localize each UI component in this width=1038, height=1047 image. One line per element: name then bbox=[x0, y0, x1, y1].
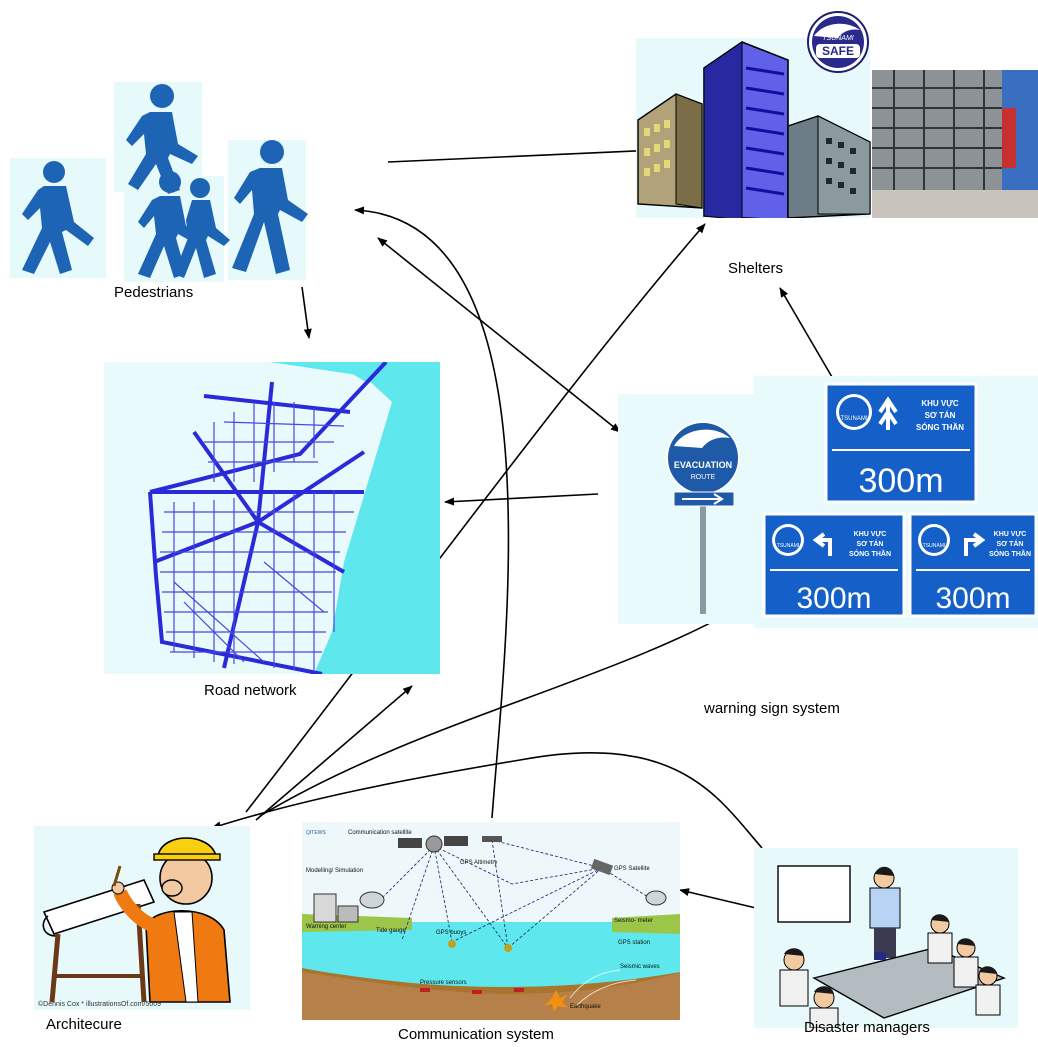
comm-label-seismometer: Seismo- meter bbox=[614, 918, 653, 924]
sign2-distance: 300m bbox=[796, 582, 871, 615]
sign1-distance: 300m bbox=[858, 462, 943, 500]
comm-label-comm-satellite: Communication satellite bbox=[348, 830, 412, 836]
comm-label-pressure-sensors: Pressure sensors bbox=[420, 980, 467, 986]
warning-sign-straight: TSUNAMI KHU VỰC SƠ TÁN SÓNG THẦN 300m bbox=[824, 382, 978, 504]
architect-illustration: ©Dennis Cox * illustrationsOf.com/5009 bbox=[34, 826, 250, 1010]
warning-signs-image: EVACUATION ROUTE TSUNAMI KHU VỰC SƠ TÁN … bbox=[618, 376, 1038, 628]
road-network-map bbox=[104, 362, 440, 674]
arrow-pedestrians-warning-bidirectional bbox=[377, 237, 621, 433]
comm-label-gps-station: GPS station bbox=[618, 940, 650, 946]
sign1-badge: TSUNAMI bbox=[841, 416, 868, 422]
disaster-managers-label: Disaster managers bbox=[804, 1019, 930, 1036]
comm-label-gps-buoys: GPS buoys bbox=[436, 930, 466, 936]
sign2-text1: KHU VỰC bbox=[854, 531, 887, 538]
shelters-label: Shelters bbox=[728, 260, 784, 277]
comm-label-tide-gauge: Tide gauge bbox=[376, 928, 406, 934]
arrow-managers-to-architecture bbox=[211, 751, 763, 849]
arrow-architecture-to-warning bbox=[259, 599, 753, 817]
sign2-badge: TSUNAMI bbox=[777, 543, 800, 549]
pedestrian-icons bbox=[10, 82, 308, 282]
architecture-node: ©Dennis Cox * illustrationsOf.com/5009 bbox=[34, 826, 250, 1010]
warning-sign-system-label: warning sign system bbox=[704, 700, 840, 717]
arrow-architecture-to-shelters bbox=[245, 223, 706, 813]
communication-system-diagram: QITEWS Communication satellite GPS Satel… bbox=[302, 822, 680, 1020]
comm-label-warning-center: Warning center bbox=[306, 924, 346, 930]
shelter-buildings-image: TSUNAMI SAFE bbox=[636, 11, 1038, 218]
comm-label-earthquake: Earthquake bbox=[570, 1004, 601, 1010]
sign3-badge: TSUNAMI bbox=[923, 543, 946, 549]
badge-tsunami-text: TSUNAMI bbox=[822, 35, 854, 42]
evac-sign-line2: ROUTE bbox=[691, 474, 716, 481]
arrow-managers-to-comm bbox=[679, 888, 757, 909]
sign1-text3: SÓNG THẦN bbox=[916, 422, 964, 432]
comm-label-gps-altimetry: GPS Altimetry bbox=[460, 860, 497, 866]
meeting-illustration bbox=[754, 848, 1018, 1028]
sign2-text3: SÓNG THẦN bbox=[849, 548, 891, 558]
communication-system-label: Communication system bbox=[398, 1026, 554, 1043]
comm-org: QITEWS bbox=[306, 830, 326, 836]
comm-label-seismic-waves: Seismic waves bbox=[620, 964, 660, 970]
disaster-managers-node bbox=[754, 848, 1018, 1028]
sign3-text1: KHU VỰC bbox=[994, 531, 1027, 538]
pedestrians-label: Pedestrians bbox=[114, 284, 194, 301]
sign3-text2: SƠ TÁN bbox=[997, 539, 1024, 548]
arrow-warning-to-road bbox=[444, 493, 599, 506]
sign3-distance: 300m bbox=[935, 582, 1010, 615]
evac-sign-line1: EVACUATION bbox=[674, 460, 732, 470]
sign1-text2: SƠ TÁN bbox=[925, 411, 956, 420]
architecture-label: Architecure bbox=[46, 1016, 122, 1033]
warning-sign-right: TSUNAMI KHU VỰC SƠ TÁN SÓNG THẦN 300m bbox=[908, 512, 1038, 618]
comm-label-gps-satellite: GPS Satellite bbox=[614, 866, 650, 872]
comm-label-modelling: Modelling/ Simulation bbox=[306, 868, 363, 874]
shelters-node: TSUNAMI SAFE bbox=[632, 8, 1038, 218]
arrow-comm-to-pedestrians bbox=[354, 206, 510, 819]
arrow-architecture-to-road bbox=[255, 685, 413, 821]
arrow-warning-to-shelters bbox=[779, 287, 833, 378]
architect-credit: ©Dennis Cox * illustrationsOf.com/5009 bbox=[38, 1000, 161, 1008]
warning-sign-node: EVACUATION ROUTE TSUNAMI KHU VỰC SƠ TÁN … bbox=[618, 376, 1038, 628]
arrow-pedestrians-to-road bbox=[301, 286, 312, 339]
sign1-text1: KHU VỰC bbox=[921, 399, 959, 408]
arrow-pedestrians-to-shelters bbox=[387, 146, 659, 163]
sign3-text3: SÓNG THẦN bbox=[989, 548, 1031, 558]
warning-sign-left: TSUNAMI KHU VỰC SƠ TÁN SÓNG THẦN 300m bbox=[762, 512, 906, 618]
sign2-text2: SƠ TÁN bbox=[857, 539, 884, 548]
pedestrians-node bbox=[10, 82, 310, 282]
road-network-label: Road network bbox=[204, 682, 297, 699]
road-network-node bbox=[104, 362, 440, 674]
badge-safe-text: SAFE bbox=[822, 44, 854, 58]
communication-system-node: QITEWS Communication satellite GPS Satel… bbox=[302, 822, 680, 1020]
